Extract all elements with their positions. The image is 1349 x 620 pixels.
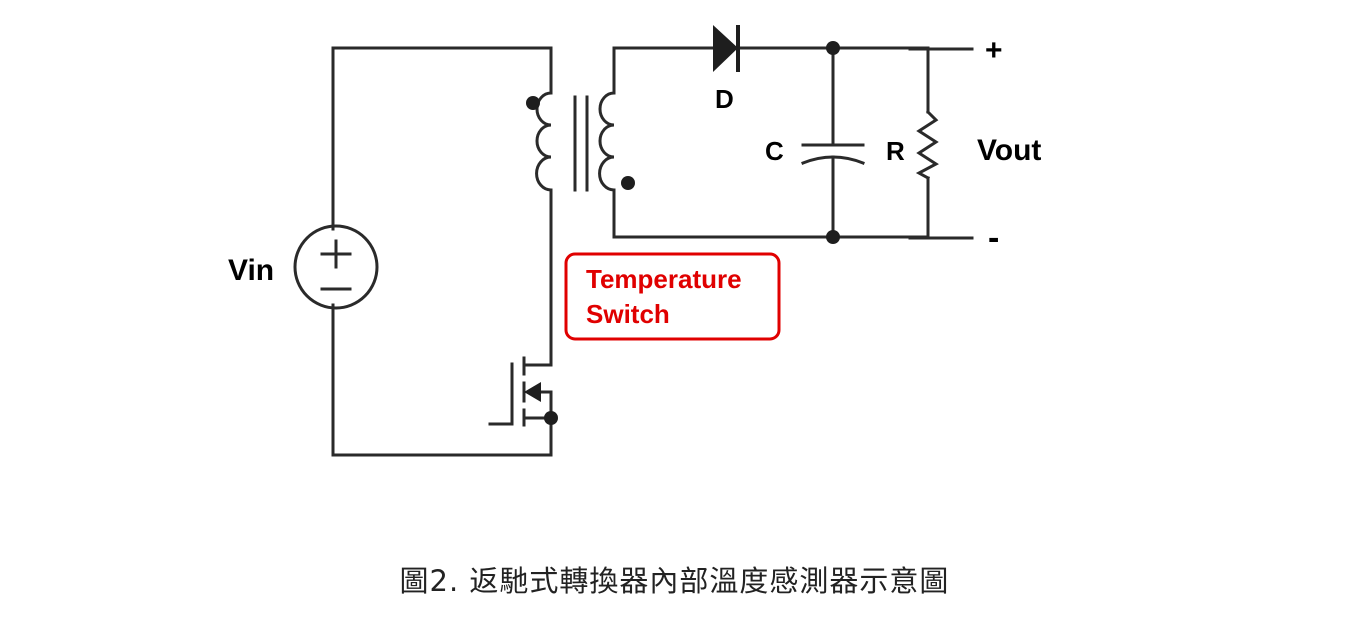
vout-label: Vout [977, 134, 1041, 167]
figure-caption: 圖2. 返馳式轉換器內部溫度感測器示意圖 [399, 564, 950, 598]
diode-label: D [715, 84, 734, 114]
primary-winding [535, 91, 553, 192]
minus-label: - [988, 219, 999, 257]
secondary-winding [598, 91, 616, 192]
voltage-source-symbol [293, 224, 379, 310]
primary-loop-wire [331, 46, 553, 231]
junction-bottom [826, 230, 840, 244]
capacitor-label: C [765, 136, 784, 166]
callout-line-2: Switch [586, 299, 670, 329]
secondary-top-wire [612, 46, 715, 95]
temperature-switch-callout [564, 252, 781, 341]
primary-bottom-wire [331, 416, 553, 457]
resistor-label: R [886, 136, 905, 166]
resistor-zigzag [915, 109, 939, 181]
callout-line-1: Temperature [586, 264, 742, 294]
junction-top [826, 41, 840, 55]
diode-bar [736, 25, 740, 72]
mosfet-arrow [524, 382, 541, 402]
plus-label: + [985, 34, 1003, 67]
junction-mosfet [544, 411, 558, 425]
vin-label: Vin [228, 254, 274, 287]
secondary-dot [621, 176, 635, 190]
primary-dot [526, 96, 540, 110]
secondary-bottom-wire [612, 188, 930, 239]
diode-triangle [713, 25, 738, 72]
